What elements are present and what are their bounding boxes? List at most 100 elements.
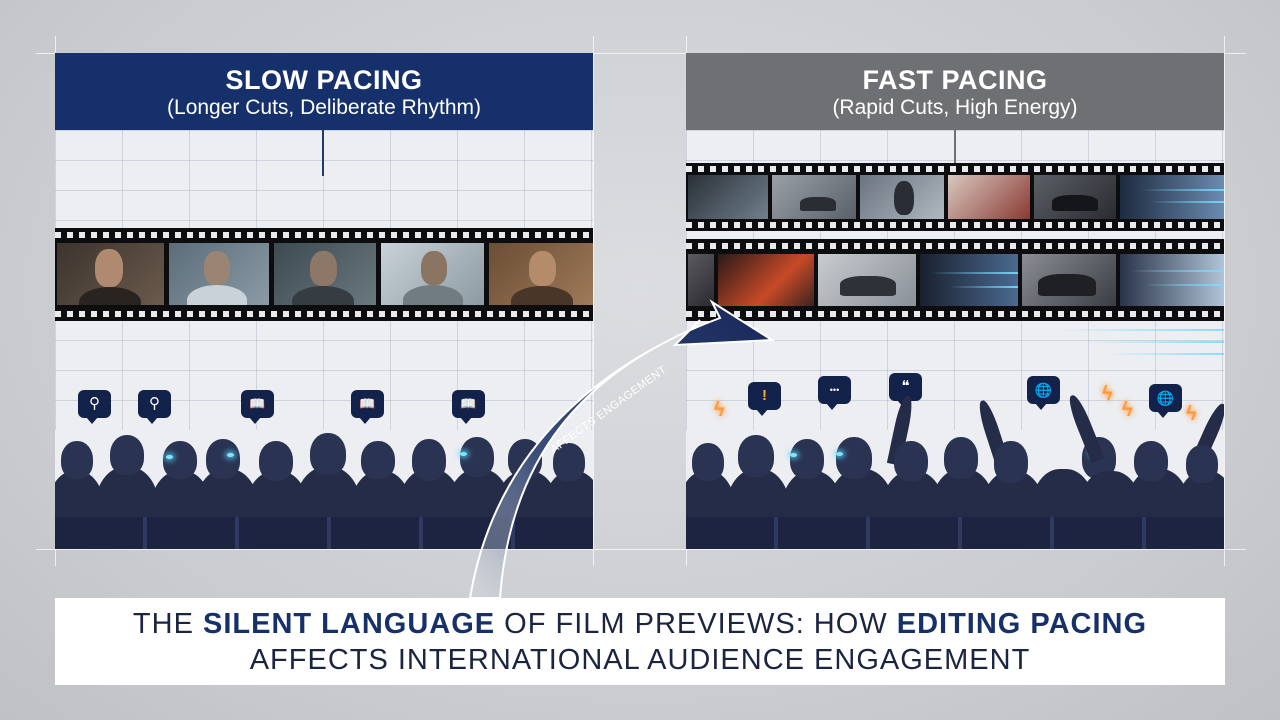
book-icon: 📖 [452,390,485,424]
sprocket-holes-top [55,232,593,238]
book-icon: 📖 [351,390,384,424]
caption-text: THE [132,608,203,640]
film-frame [920,254,1018,306]
film-frame [818,254,916,306]
glowing-eye [227,453,234,457]
film-frame [1120,175,1224,219]
shoulders [511,286,573,305]
car-shape [1038,274,1096,296]
face-silhouette [529,251,556,286]
motion-streak [1144,284,1224,286]
motion-streak [1086,341,1224,343]
film-frame [688,175,768,219]
spark-icon: ϟ [1122,399,1133,421]
caption-line-1: THE SILENT LANGUAGE OF FILM PREVIEWS: HO… [55,606,1225,642]
glowing-eye [790,453,797,457]
viewer-head [836,437,872,479]
viewer-head [163,441,197,479]
viewer-head [259,441,293,481]
playhead-marker [954,130,956,164]
glowing-eye [836,452,843,456]
car-shape [840,276,896,296]
face-silhouette [204,251,230,285]
film-strip-fast-top [686,163,1224,231]
guide-line [36,549,1246,550]
film-frame [1120,254,1224,306]
book-icon: 📖 [241,390,274,424]
caption-line-2: AFFECTS INTERNATIONAL AUDIENCE ENGAGEMEN… [249,644,1031,676]
motion-streak [1140,189,1224,191]
fast-panel-header: FAST PACING (Rapid Cuts, High Energy) [686,53,1224,130]
magnifier-icon: ⚲ [138,390,171,424]
viewer-head [790,439,824,479]
sprocket-holes-bottom [686,311,1224,317]
face-silhouette [421,251,447,285]
viewer-head [508,439,542,479]
face-silhouette [310,251,337,286]
sprocket-holes-top [686,166,1224,172]
glowing-eye [460,452,467,456]
caption-text: OF FILM PREVIEWS: HOW [495,608,897,640]
viewer-head [1186,445,1218,483]
motion-streak [1150,201,1224,203]
glowing-eye [166,455,173,459]
theater-seats [686,517,1224,549]
motion-streak [1106,353,1224,355]
theater-seats [55,517,593,549]
caption-emphasis: SILENT LANGUAGE [202,608,496,640]
shoulders [292,286,354,305]
playhead-marker [322,130,324,176]
viewer-head [894,441,928,481]
sprocket-holes-top [686,243,1224,249]
viewer-head [944,437,978,479]
motion-streak [950,286,1018,288]
fast-pacing-panel: FAST PACING (Rapid Cuts, High Energy) [686,53,1224,549]
spark-icon: ϟ [1186,403,1197,425]
film-frame [718,254,814,306]
slow-panel-title: SLOW PACING [225,65,423,95]
film-frame [1022,254,1116,306]
motion-streak [930,272,1018,274]
viewer-head [1134,441,1168,481]
globe-icon: 🌐 [1149,384,1182,418]
car-shape [800,197,836,211]
fast-panel-title: FAST PACING [862,65,1048,95]
film-frame [489,243,593,305]
audience-silhouettes [686,392,1224,549]
guide-line [593,36,594,566]
figure-silhouette [894,181,914,215]
spark-icon: ϟ [1102,383,1113,405]
slow-panel-header: SLOW PACING (Longer Cuts, Deliberate Rhy… [55,53,593,130]
fast-panel-subtitle: (Rapid Cuts, High Energy) [832,96,1078,119]
sprocket-holes-bottom [686,222,1224,228]
shoulders [187,285,247,305]
viewer-head [110,435,144,475]
film-frame [860,175,944,219]
slow-panel-subtitle: (Longer Cuts, Deliberate Rhythm) [167,96,481,119]
viewer-head [692,443,724,481]
motion-streak [1056,329,1224,331]
motion-streak [1130,270,1224,272]
film-frame [57,243,164,305]
film-frame [772,175,856,219]
viewer-head [412,439,446,481]
viewer-head [738,435,774,477]
viewer-head [361,441,395,479]
slow-pacing-panel: SLOW PACING (Longer Cuts, Deliberate Rhy… [55,53,593,549]
viewer-head [310,433,346,475]
sprocket-holes-bottom [55,311,593,317]
caption-emphasis: EDITING PACING [896,608,1148,640]
film-frame [169,243,269,305]
magnifier-icon: ⚲ [78,390,111,424]
exclamation-icon: ! [748,382,781,416]
audience-silhouettes [55,419,593,549]
film-strip-slow [55,228,593,321]
film-frame [948,175,1030,219]
guide-line [1224,36,1225,566]
globe-icon: 🌐 [1027,376,1060,410]
viewer-head [206,439,240,479]
car-shape [1052,195,1098,211]
film-frame [1034,175,1116,219]
film-frame [274,243,376,305]
film-strip-fast-bottom [686,239,1224,321]
